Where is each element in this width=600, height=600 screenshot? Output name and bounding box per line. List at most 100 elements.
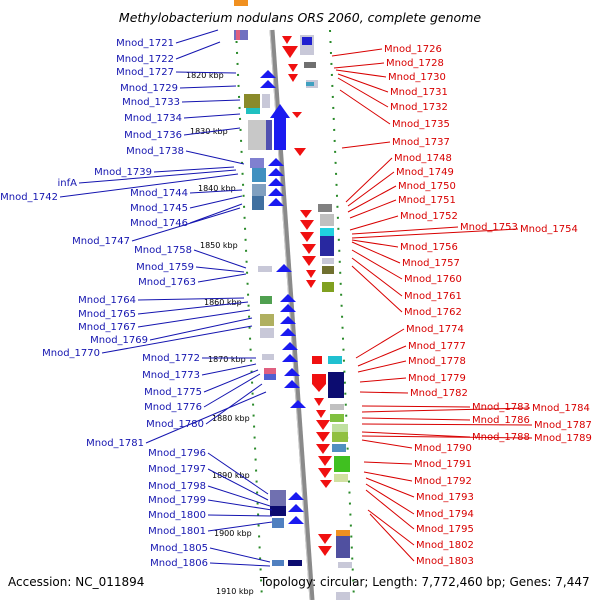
gene-label-left[interactable]: Mnod_1734: [124, 113, 182, 124]
gene-label-right[interactable]: Mnod_1782: [410, 388, 468, 399]
right-connector-line: [337, 73, 389, 93]
gene-label-right[interactable]: Mnod_1793: [416, 492, 474, 503]
gene-label-right[interactable]: Mnod_1803: [416, 556, 474, 567]
gene-label-left[interactable]: Mnod_1764: [78, 295, 136, 306]
gene-label-right[interactable]: Mnod_1756: [400, 242, 458, 253]
gene-label-right[interactable]: Mnod_1774: [406, 324, 464, 335]
gene-label-left[interactable]: Mnod_1776: [144, 402, 202, 413]
gene-label-left[interactable]: Mnod_1805: [150, 543, 208, 554]
left-connector-line: [207, 485, 271, 507]
gene-label-right[interactable]: Mnod_1762: [404, 307, 462, 318]
left-connector-line: [137, 309, 251, 328]
gene-label-right[interactable]: Mnod_1748: [394, 153, 452, 164]
kbp-mark: 1890 kbp: [212, 471, 250, 480]
gene-label-left[interactable]: Mnod_1775: [144, 387, 202, 398]
gene-label-left[interactable]: Mnod_1736: [124, 130, 182, 141]
gene-label-right[interactable]: Mnod_1791: [414, 459, 472, 470]
gene-label-right[interactable]: Mnod_1789: [534, 433, 592, 444]
gene-label-right[interactable]: Mnod_1786: [472, 415, 530, 426]
gene-label-right[interactable]: Mnod_1735: [392, 119, 450, 130]
gene-label-left[interactable]: Mnod_1747: [72, 236, 130, 247]
left-connector-line: [181, 99, 241, 103]
left-connector-line: [203, 373, 261, 408]
gene-label-left[interactable]: Mnod_1772: [142, 353, 200, 364]
gene-label-left[interactable]: Mnod_1733: [122, 97, 180, 108]
right-connectors: [331, 48, 533, 562]
gene-label-right[interactable]: Mnod_1737: [392, 137, 450, 148]
gene-label-left[interactable]: Mnod_1797: [148, 464, 206, 475]
gene-label-right[interactable]: Mnod_1794: [416, 509, 474, 520]
gene-label-left[interactable]: Mnod_1781: [86, 438, 144, 449]
gene-label-left[interactable]: Mnod_1727: [116, 67, 174, 78]
gene-label-left[interactable]: Mnod_1739: [94, 167, 152, 178]
gene-label-right[interactable]: Mnod_1779: [408, 373, 466, 384]
gene-label-right[interactable]: Mnod_1760: [404, 274, 462, 285]
gene-label-right[interactable]: Mnod_1777: [408, 341, 466, 352]
gene-label-right[interactable]: Mnod_1802: [416, 540, 474, 551]
right-gene-labels: Mnod_1726Mnod_1728Mnod_1730Mnod_1731Mnod…: [384, 44, 592, 567]
gene-label-left[interactable]: Mnod_1767: [78, 322, 136, 333]
right-connector-line: [361, 431, 471, 438]
gene-label-right[interactable]: Mnod_1757: [402, 258, 460, 269]
gene-label-left[interactable]: Mnod_1745: [130, 203, 188, 214]
gene-label-right[interactable]: Mnod_1752: [400, 211, 458, 222]
gene-label-left[interactable]: Mnod_1806: [150, 558, 208, 569]
left-connector-line: [183, 127, 241, 136]
right-connector-line: [357, 360, 407, 373]
gene-label-left[interactable]: Mnod_1801: [148, 526, 206, 537]
right-connector-line: [351, 239, 399, 248]
gene-label-left[interactable]: Mnod_1722: [116, 54, 174, 65]
left-connector-line: [201, 363, 257, 376]
gene-label-right[interactable]: Mnod_1754: [520, 224, 578, 235]
gene-label-right[interactable]: Mnod_1751: [398, 195, 456, 206]
gene-label-right[interactable]: Mnod_1731: [390, 87, 448, 98]
gene-label-left[interactable]: Mnod_1759: [136, 262, 194, 273]
left-connector-line: [207, 499, 273, 511]
gene-label-right[interactable]: Mnod_1753: [460, 222, 518, 233]
gene-label-left[interactable]: Mnod_1746: [130, 218, 188, 229]
left-connector-line: [175, 29, 219, 44]
gene-label-left[interactable]: Mnod_1742: [0, 192, 58, 203]
gene-label-right[interactable]: Mnod_1750: [398, 181, 456, 192]
right-connector-line: [351, 241, 401, 264]
right-connector-line: [335, 69, 387, 78]
gene-label-right[interactable]: Mnod_1783: [472, 402, 530, 413]
right-connector-line: [351, 257, 403, 297]
gene-label-left[interactable]: Mnod_1744: [130, 188, 188, 199]
gene-label-right[interactable]: Mnod_1788: [472, 432, 530, 443]
gene-label-left[interactable]: Mnod_1721: [116, 38, 174, 49]
gene-label-right[interactable]: Mnod_1792: [414, 476, 472, 487]
gene-label-left[interactable]: Mnod_1758: [134, 245, 192, 256]
gene-label-right[interactable]: Mnod_1787: [534, 420, 592, 431]
reverse-arrows: [282, 36, 332, 556]
right-connector-line: [359, 391, 409, 394]
gene-label-right[interactable]: Mnod_1732: [390, 102, 448, 113]
gene-label-right[interactable]: Mnod_1784: [532, 403, 590, 414]
gene-label-right[interactable]: Mnod_1761: [404, 291, 462, 302]
gene-label-right[interactable]: Mnod_1790: [414, 443, 472, 454]
gene-label-left[interactable]: Mnod_1729: [120, 83, 178, 94]
gene-label-left[interactable]: Mnod_1763: [138, 277, 196, 288]
gene-label-right[interactable]: Mnod_1749: [396, 167, 454, 178]
gene-label-left[interactable]: Mnod_1738: [126, 146, 184, 157]
right-connector-line: [331, 48, 383, 57]
gene-label-left[interactable]: Mnod_1780: [146, 419, 204, 430]
left-connector-line: [185, 150, 245, 165]
gene-label-right[interactable]: Mnod_1778: [408, 356, 466, 367]
gene-label-right[interactable]: Mnod_1795: [416, 524, 474, 535]
gene-label-left[interactable]: Mnod_1796: [148, 448, 206, 459]
right-connector-line: [361, 407, 531, 413]
gene-label-left[interactable]: Mnod_1770: [42, 348, 100, 359]
gene-label-right[interactable]: Mnod_1728: [386, 58, 444, 69]
gene-label-left[interactable]: Mnod_1765: [78, 309, 136, 320]
gene-label-left[interactable]: Mnod_1773: [142, 370, 200, 381]
gene-label-right[interactable]: Mnod_1726: [384, 44, 442, 55]
gene-label-left[interactable]: Mnod_1769: [90, 335, 148, 346]
gene-label-left[interactable]: Mnod_1800: [148, 510, 206, 521]
gene-label-left[interactable]: Mnod_1799: [148, 495, 206, 506]
gene-label-left[interactable]: infA: [58, 178, 78, 189]
left-connector-line: [203, 369, 259, 393]
gene-label-right[interactable]: Mnod_1730: [388, 72, 446, 83]
left-connector-line: [193, 249, 247, 269]
gene-label-left[interactable]: Mnod_1798: [148, 481, 206, 492]
